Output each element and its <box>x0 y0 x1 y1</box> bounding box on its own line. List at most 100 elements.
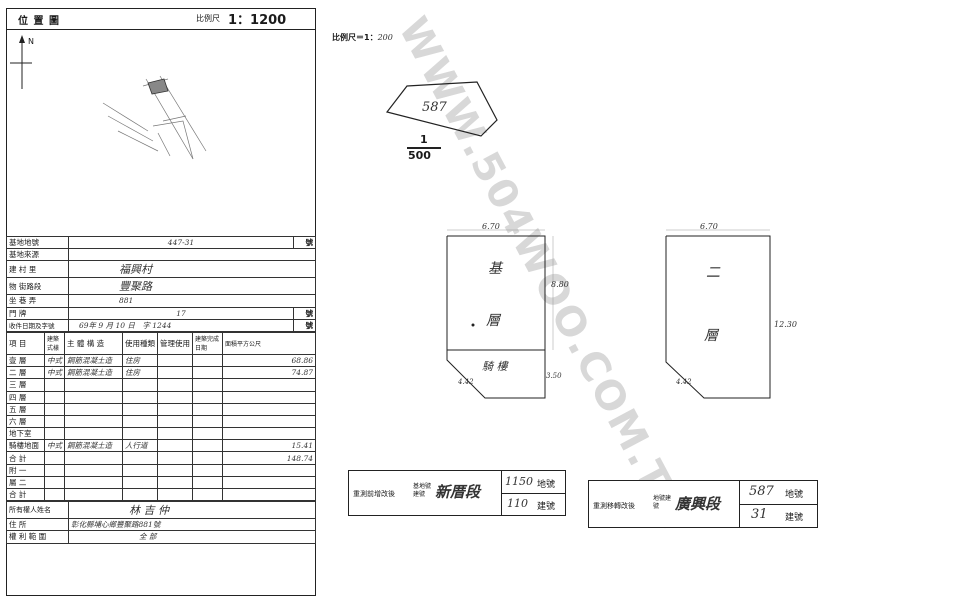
floor-complete <box>192 427 223 441</box>
floor-label: 合 計 <box>6 487 45 502</box>
floor-label: 附 一 <box>6 463 45 477</box>
floor-style: 中式 <box>44 366 65 380</box>
floor-structure <box>64 427 123 441</box>
floor-label: 地下室 <box>6 427 45 441</box>
floor-table: 項 目 建築式樣 主 體 構 造 使用種類 管理使用 建築完成日期 面積平方公尺… <box>6 331 316 502</box>
owner-value: 林 吉 仲 <box>68 501 316 520</box>
stamp2-hline <box>739 504 817 505</box>
floor-row: 屬 二 <box>6 475 316 490</box>
road-value: 豐聚路 <box>68 277 316 296</box>
floor-complete <box>192 378 223 392</box>
floor-area <box>222 378 316 392</box>
right-scale: 比例尺＝1：200 <box>332 32 393 43</box>
stamp1-lot-name: 新厝段 <box>435 483 481 501</box>
floor-manage <box>157 414 193 429</box>
floor-label: 騎樓地面 <box>6 439 45 453</box>
floor-structure <box>64 390 123 404</box>
stamp2-num1: 587 <box>749 484 774 499</box>
floor-complete <box>192 366 223 380</box>
floor-area <box>222 390 316 404</box>
floor-row: 五 層 <box>6 402 316 416</box>
floor-manage <box>157 353 193 368</box>
header-item: 項 目 <box>6 331 45 355</box>
floor-use <box>122 487 158 502</box>
stamp2-num2: 31 <box>751 507 768 522</box>
village-label: 建 村 里 <box>6 260 69 279</box>
stamp1-lot-sub: 基地號建號 <box>413 483 432 498</box>
floor-area <box>222 487 316 502</box>
stamp2-suffix2: 建號 <box>785 513 804 523</box>
floor-area <box>222 402 316 416</box>
floor-manage <box>157 366 193 380</box>
floor-area <box>222 427 316 441</box>
scope-label: 權 利 範 圍 <box>6 530 69 544</box>
floor-row: 六 層 <box>6 414 316 429</box>
floor-manage <box>157 475 193 490</box>
scale-label: 比例尺 <box>196 14 220 23</box>
plan1-diag-dim: 4.42 <box>458 378 474 386</box>
floor-manage <box>157 427 193 441</box>
plan2-side-dim: 12.30 <box>774 320 797 329</box>
lot-shape <box>385 81 498 137</box>
fraction-denominator: 500 <box>408 149 431 162</box>
floor-style: 中式 <box>44 439 65 453</box>
floor-complete <box>192 439 223 453</box>
floor-style <box>44 487 65 502</box>
stamp2-suffix1: 地號 <box>785 490 804 500</box>
floor-use <box>122 451 158 465</box>
floor-complete <box>192 487 223 502</box>
floor-use <box>122 378 158 392</box>
header-structure: 主 體 構 造 <box>64 331 123 355</box>
address-value: 彰化縣埔心鄉豐聚路881號 <box>68 518 316 532</box>
base-lot-label: 基地地號 <box>6 235 69 250</box>
plan1-top-dim: 6.70 <box>482 222 500 231</box>
plan2-top-dim: 6.70 <box>700 222 718 231</box>
plan2-label-top: 二 <box>706 265 720 281</box>
floor-label: 壹 層 <box>6 353 45 368</box>
second-floor-plan <box>665 229 771 399</box>
table-row: 權 利 範 圍 全 部 <box>6 530 316 544</box>
survey-stamp-2: 重測移轉改後 地號建號 廣興段 587 地號 31 建號 <box>588 480 818 528</box>
plan1-arcade-dim: 3.50 <box>546 372 562 380</box>
floor-label: 合 計 <box>6 451 45 465</box>
floor-complete <box>192 414 223 429</box>
stamp2-lot-name: 廣興段 <box>675 495 721 513</box>
fraction-numerator: 1 <box>420 133 428 146</box>
right-scale-value: 200 <box>377 33 393 42</box>
floor-row: 地下室 <box>6 427 316 441</box>
stamp1-hline <box>501 493 565 494</box>
table-row: 基地來源 <box>6 248 316 262</box>
north-arrow-icon <box>10 35 32 89</box>
floor-complete <box>192 402 223 416</box>
floor-manage <box>157 487 193 502</box>
plan1-arcade: 騎 樓 <box>482 360 508 373</box>
floor-area: 68.86 <box>222 353 316 368</box>
floor-area <box>222 414 316 429</box>
table-row: 住 所 彰化縣埔心鄉豐聚路881號 <box>6 518 316 532</box>
header-use: 使用種類 <box>122 331 158 355</box>
floor-label: 二 層 <box>6 366 45 380</box>
floor-style <box>44 378 65 392</box>
floor-manage <box>157 439 193 453</box>
table-row: 門 牌 17 號 <box>6 306 316 320</box>
floor-style <box>44 414 65 429</box>
floor-area: 15.41 <box>222 439 316 453</box>
floor-style <box>44 451 65 465</box>
header-area: 面積平方公尺 <box>222 331 316 355</box>
floor-style <box>44 427 65 441</box>
plan1-side-dim: 8.80 <box>551 280 569 289</box>
door-number-label: 門 牌 <box>6 306 69 320</box>
floor-structure <box>64 402 123 416</box>
floor-area: 74.87 <box>222 366 316 380</box>
floor-complete <box>192 451 223 465</box>
header-complete-date: 建築完成日期 <box>192 331 223 355</box>
road-label: 物 街路段 <box>6 277 69 296</box>
floor-label: 五 層 <box>6 402 45 416</box>
floor-row: 三 層 <box>6 378 316 392</box>
village-value: 福興村 <box>68 260 316 279</box>
parcel-highlight <box>147 78 169 95</box>
received-label: 收件日期及字號 <box>6 318 69 332</box>
received-value: 69年 9 月 10 日 字 1244 <box>68 318 294 332</box>
